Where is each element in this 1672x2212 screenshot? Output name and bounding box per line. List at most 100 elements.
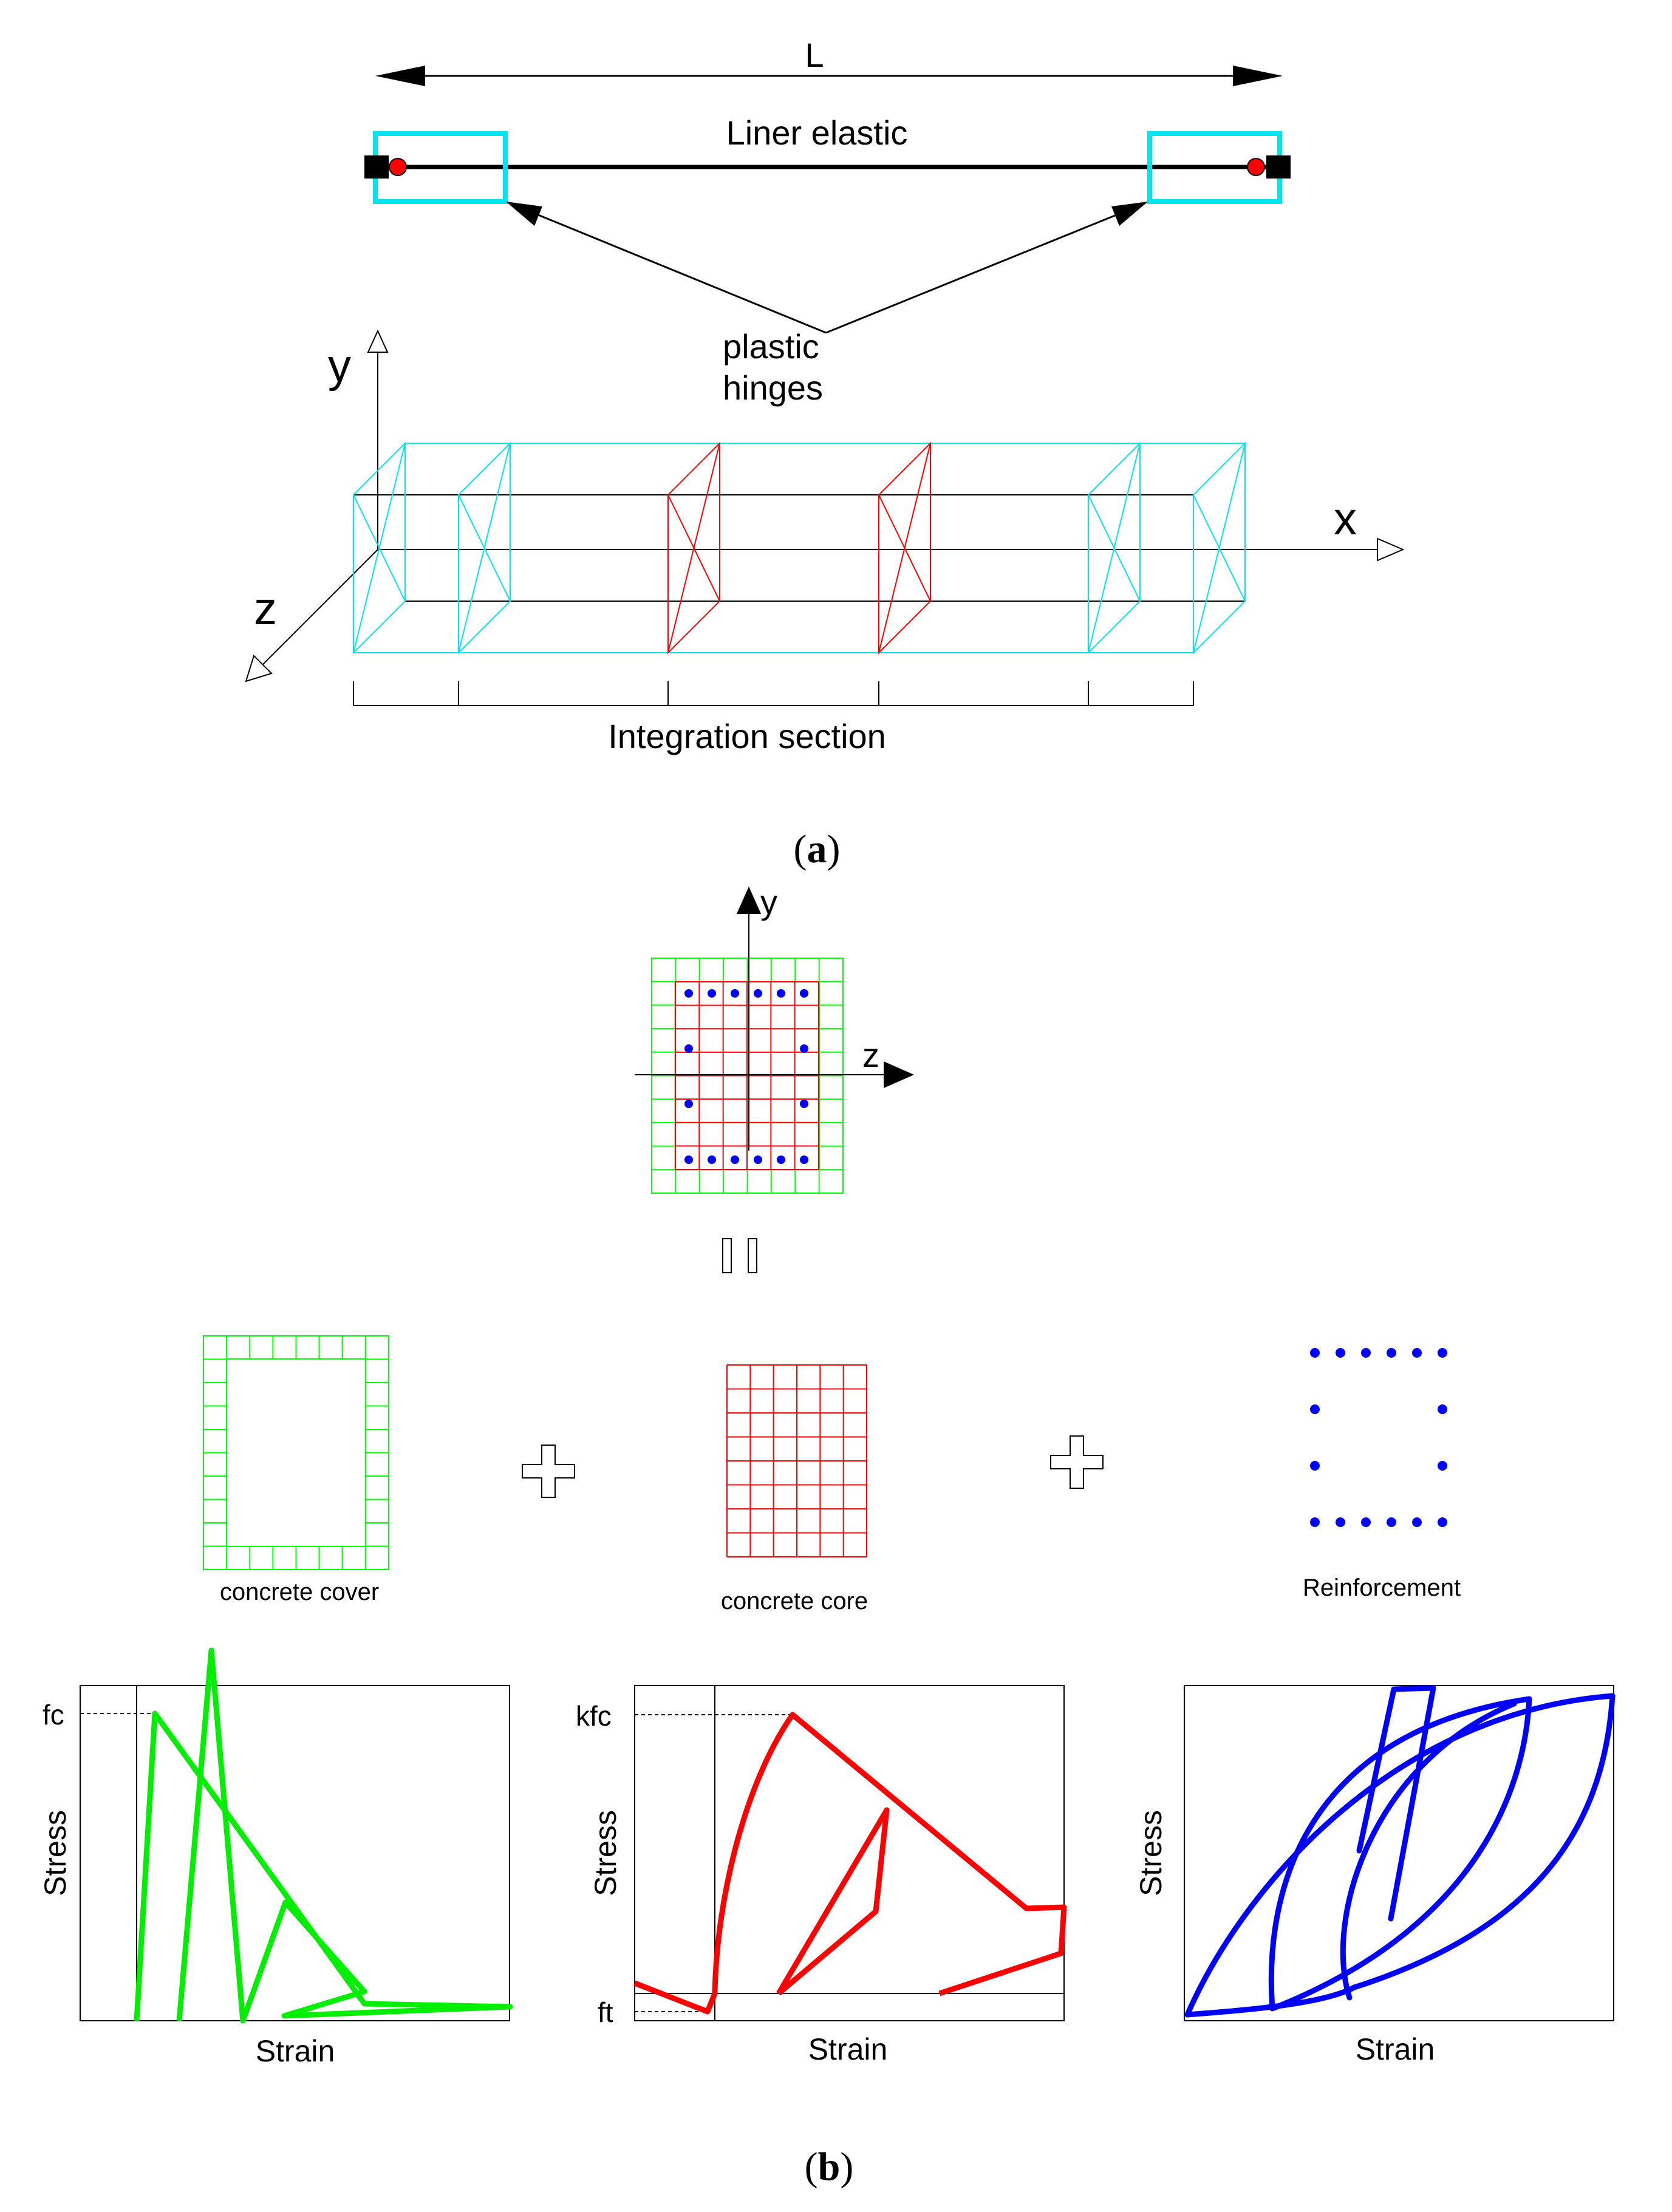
chart2-tension-branch: [633, 1980, 718, 2015]
chart1-frame: [80, 1685, 510, 2021]
chart3-loop-outer: [1184, 1693, 1616, 2018]
chart3-loop-inner: [1340, 1701, 1517, 2001]
chart1-xlabel: Strain: [256, 2034, 335, 2068]
chart-cover-material: fc Stress Strain: [38, 1647, 513, 2068]
rebar-dot: [777, 989, 785, 998]
axis-x-label: x: [1334, 493, 1357, 545]
rebar-dot: [1336, 1517, 1345, 1527]
reinforcement-dots: [1310, 1348, 1447, 1527]
chart1-ylabel: Stress: [38, 1810, 72, 1896]
rebar-dot: [684, 989, 693, 998]
rebar-dot: [754, 1155, 762, 1164]
axis-y-label: y: [328, 340, 351, 392]
hinge-pointer-right: [825, 202, 1145, 334]
cover-label: concrete cover: [220, 1579, 379, 1605]
rebar-dot: [754, 989, 762, 998]
rebar-dot: [684, 1044, 693, 1053]
z-axis-arrow-icon: [245, 655, 273, 682]
reinforcement-bars: [1310, 1348, 1447, 1527]
hinge-label-line1: plastic: [723, 327, 819, 366]
hinge-point-left: [389, 158, 407, 176]
chart-steel-material: Stress Strain: [1134, 1685, 1616, 2066]
integration-label: Integration section: [608, 717, 886, 755]
hinge-point-right: [1247, 158, 1265, 176]
hinge-pointer-left: [510, 202, 827, 334]
cover-ring: [203, 1335, 389, 1570]
equals-sign: [722, 1238, 757, 1273]
chart3-hysteresis: [1184, 1685, 1616, 2018]
section-axis-z: z: [862, 1036, 879, 1074]
chart1-curve: [134, 1647, 513, 2024]
section-axes: y z: [635, 883, 914, 1151]
beam-box-cyan-edges: [353, 443, 1245, 653]
chart2-envelope-curve: [712, 1712, 1067, 1996]
rebar-dot: [708, 1155, 716, 1164]
rebar-dot: [800, 989, 808, 998]
chart3-xlabel: Strain: [1356, 2032, 1435, 2066]
rebar-dot: [684, 1100, 693, 1108]
integration-slices: [353, 441, 1246, 655]
rebar-dot: [708, 989, 716, 998]
reinforcement-label: Reinforcement: [1303, 1574, 1461, 1601]
rebar-dot: [731, 989, 739, 998]
chart1-tick-fc: fc: [43, 1699, 64, 1730]
hinge-pointer-left-head: [506, 202, 542, 226]
section-z-arrow-icon: [884, 1061, 914, 1088]
cover-fiber-grid: [203, 1335, 389, 1570]
rebar-dot: [1412, 1517, 1422, 1527]
chart2-frame: [634, 1685, 1065, 2021]
rebar-dot: [1361, 1348, 1371, 1358]
hinge-pointer-right-head: [1111, 202, 1148, 226]
composite-fiber-section: [651, 958, 844, 1194]
chart2-ylabel: Stress: [589, 1810, 623, 1896]
chart-core-material: kfc ft Stress Strain: [576, 1685, 1067, 2066]
axis-z-label: z: [254, 583, 277, 635]
composite-rebar: [684, 989, 808, 1164]
rebar-dot: [1310, 1404, 1320, 1414]
integration-slice: [353, 441, 406, 655]
rebar-dot: [777, 1155, 785, 1164]
chart3-loop-mid: [1268, 1696, 1532, 2012]
node-right-square: [1266, 155, 1291, 179]
chart2-xlabel: Strain: [808, 2032, 888, 2066]
beam-box-frame: [353, 494, 1245, 602]
rebar-dot: [1310, 1461, 1320, 1471]
rebar-dot: [1438, 1517, 1447, 1527]
y-axis-arrow-icon: [367, 329, 389, 353]
plus-icon-1: [522, 1445, 575, 1498]
rebar-dot: [1310, 1348, 1320, 1358]
section-axis-y: y: [760, 883, 777, 921]
hinge-label-line2: hinges: [723, 369, 823, 407]
rebar-dot: [1336, 1348, 1345, 1358]
rebar-dot: [1387, 1348, 1396, 1358]
rebar-dot: [1412, 1348, 1422, 1358]
length-dimension: L: [375, 36, 1283, 86]
caption-a: (a): [794, 827, 841, 871]
rebar-dot: [1438, 1348, 1447, 1358]
chart2-tick-kfc: kfc: [576, 1700, 612, 1732]
rebar-dot: [800, 1044, 808, 1053]
integration-slice: [1088, 441, 1141, 655]
plus-icon-2: [1050, 1435, 1104, 1489]
node-left-square: [364, 155, 389, 179]
caption-b: (b): [805, 2145, 854, 2189]
rebar-dot: [800, 1100, 808, 1108]
rebar-dot: [1310, 1517, 1320, 1527]
rebar-dot: [731, 1155, 739, 1164]
rebar-dot: [1387, 1517, 1396, 1527]
rebar-dot: [1438, 1404, 1447, 1414]
rebar-dot: [1361, 1517, 1371, 1527]
integration-slice: [458, 441, 511, 655]
chart2-tick-ft: ft: [598, 1996, 613, 2028]
length-label: L: [805, 36, 824, 74]
core-fiber-grid: [726, 1364, 867, 1557]
x-axis-arrow-icon: [1377, 537, 1405, 562]
elastic-label: Liner elastic: [726, 114, 908, 152]
integration-slice: [1193, 441, 1246, 655]
core-label: concrete core: [721, 1588, 868, 1615]
composite-core-grid: [675, 981, 819, 1170]
rebar-dot: [684, 1155, 693, 1164]
part-b-section-diagram: y z concrete cover concrete core Reinfor…: [38, 883, 1616, 2189]
chart3-ylabel: Stress: [1134, 1810, 1168, 1896]
